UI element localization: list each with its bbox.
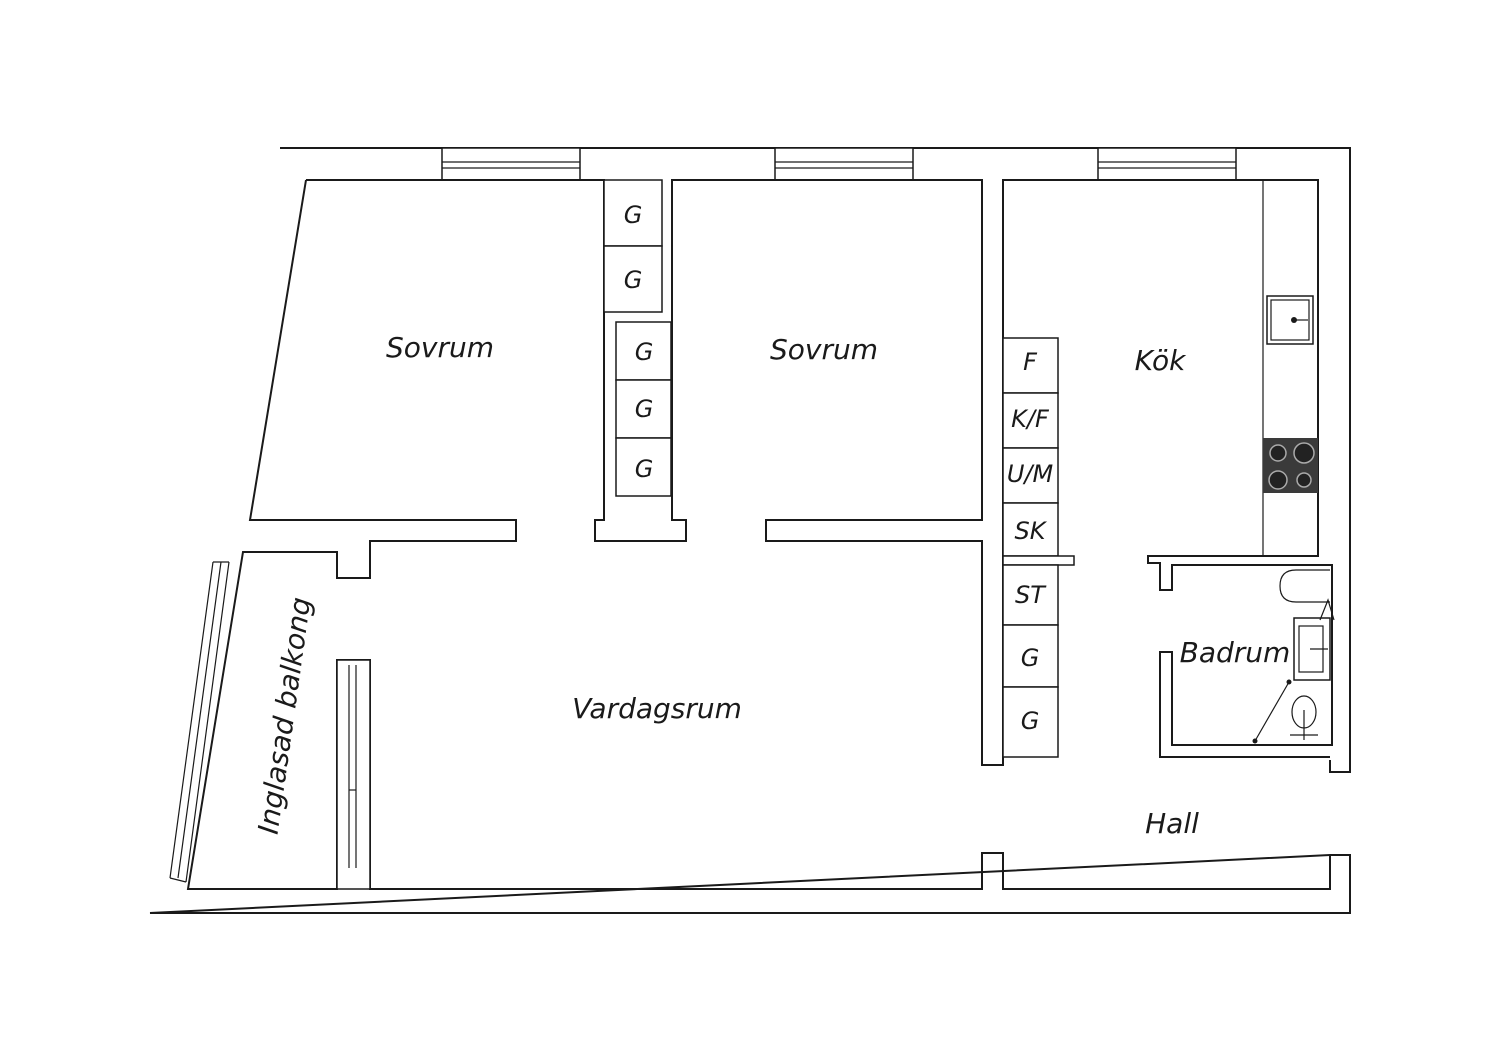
kitchen-appliance-column	[1002, 337, 1075, 566]
room-label-kitchen: Kök	[1135, 344, 1187, 377]
outer-wall	[149, 147, 1351, 914]
fridge-label: F	[1023, 348, 1038, 376]
closet-label: G	[635, 395, 654, 423]
washbasin-icon	[1293, 598, 1335, 681]
oven-microwave-label: U/M	[1007, 460, 1054, 488]
closet-label: G	[635, 455, 654, 483]
closet-label: G	[624, 266, 643, 294]
closet-label: G	[635, 338, 654, 366]
hall-closet-column	[1002, 564, 1059, 758]
stove-icon	[1263, 438, 1318, 493]
room-label-bathroom: Badrum	[1180, 636, 1291, 669]
balcony-glazing	[169, 561, 230, 883]
balcony-door	[336, 659, 371, 890]
room-label-bedroom: Sovrum	[386, 331, 494, 364]
cabinet-label: SK	[1015, 517, 1048, 545]
closet-label: G	[624, 201, 643, 229]
bathtub-icon	[1279, 569, 1330, 603]
closet-label: G	[1021, 644, 1040, 672]
closet-label: G	[1021, 707, 1040, 735]
wardrobe-column-upper	[603, 179, 672, 497]
shower-icon	[1252, 679, 1292, 744]
fridge-freezer-label: K/F	[1011, 405, 1050, 433]
room-label-balcony: Inglasad balkong	[252, 595, 318, 836]
window-icon	[441, 147, 581, 181]
toilet-icon	[1290, 695, 1318, 740]
sink-icon	[1266, 295, 1314, 345]
room-label-hall: Hall	[1145, 807, 1199, 840]
room-label-living-room: Vardagsrum	[572, 692, 742, 725]
window-icon	[1097, 147, 1237, 181]
storage-label: ST	[1015, 581, 1047, 609]
room-label-bedroom: Sovrum	[770, 333, 878, 366]
window-icon	[774, 147, 914, 181]
